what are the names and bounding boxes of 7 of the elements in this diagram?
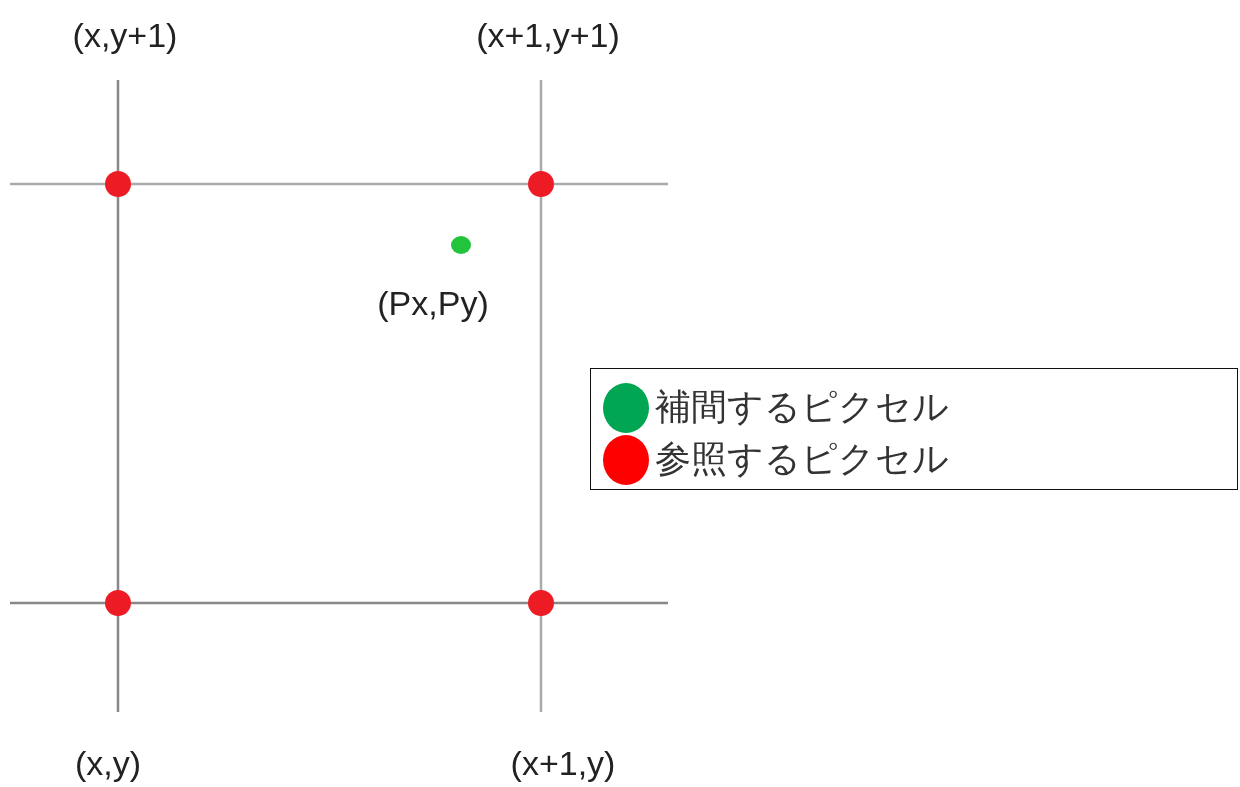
coordinate-label: (x+1,y+1) [476, 16, 620, 55]
coordinate-label: (x+1,y) [510, 744, 616, 783]
coordinate-label: (x,y+1) [72, 16, 178, 55]
legend-label: 補間するピクセル [655, 385, 949, 429]
coordinate-label: (x,y) [74, 744, 142, 783]
coordinate-label: (Px,Py) [377, 284, 489, 323]
legend-label: 参照するピクセル [655, 437, 949, 481]
